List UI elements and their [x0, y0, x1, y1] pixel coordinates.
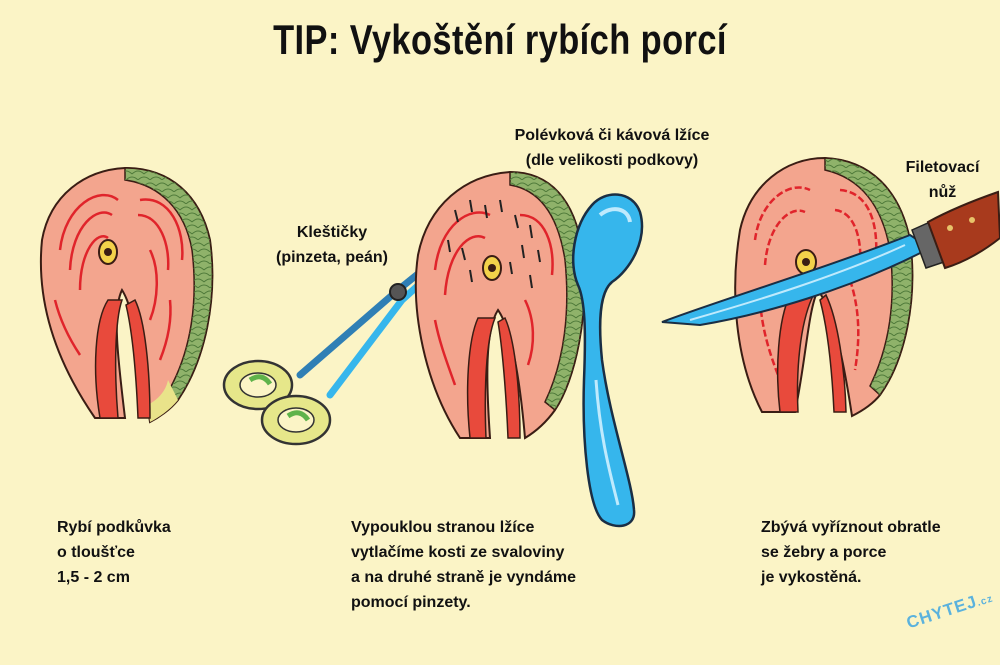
step2-line3: a na druhé straně je vyndáme: [351, 569, 576, 586]
step1-line3: 1,5 - 2 cm: [57, 569, 130, 586]
step3-line2: se žebry a porce: [761, 544, 887, 561]
spoon-label-line1: Polévková či kávová lžíce: [514, 127, 710, 144]
step2-caption: Vypouklou stranou lžíce vytlačíme kosti …: [351, 515, 576, 615]
tweezers-label-line2: (pinzeta, peán): [275, 249, 388, 266]
knife-label-line1: Filetovací: [905, 159, 980, 176]
step3-line1: Zbývá vyříznout obratle: [761, 519, 941, 536]
step1-line1: Rybí podkůvka: [57, 519, 171, 536]
step2-line4: pomocí pinzety.: [351, 594, 471, 611]
step1-caption: Rybí podkůvka o tloušťce 1,5 - 2 cm: [57, 515, 171, 590]
logo-suffix: .cz: [975, 593, 995, 609]
step2-line2: vytlačíme kosti ze svaloviny: [351, 544, 565, 561]
tweezers-label-line1: Kleštičky: [296, 224, 368, 241]
knife-label: Filetovací nůž: [890, 155, 995, 205]
salmon-steak-icon: [414, 170, 586, 440]
spoon-label-line2: (dle velikosti podkovy): [525, 152, 699, 169]
spoon-label: Polévková či kávová lžíce (dle velikosti…: [502, 123, 722, 173]
step3-line3: je vykostěná.: [761, 569, 862, 586]
knife-label-line2: nůž: [928, 184, 957, 201]
page-title: TIP: Vykoštění rybích porcí: [273, 16, 727, 63]
step1-line2: o tloušťce: [57, 544, 135, 561]
step2-line1: Vypouklou stranou lžíce: [351, 519, 535, 536]
fillet-knife-icon: [661, 190, 1000, 327]
step3-caption: Zbývá vyříznout obratle se žebry a porce…: [761, 515, 941, 590]
spoon-icon: [571, 193, 644, 528]
tweezers-label: Kleštičky (pinzeta, peán): [262, 220, 402, 270]
salmon-steak-icon: [39, 166, 214, 424]
